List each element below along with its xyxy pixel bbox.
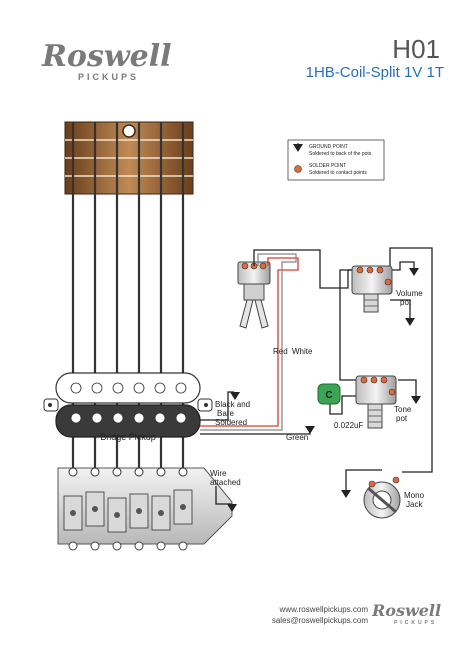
legend-ground-title: GROUND POINT bbox=[309, 144, 348, 150]
logo-sub-text: PICKUPS bbox=[78, 72, 139, 82]
neck-block bbox=[64, 121, 194, 195]
roswell-logo: Roswell PICKUPS bbox=[41, 39, 172, 82]
ground-symbol-icon bbox=[293, 144, 303, 152]
ground-points bbox=[227, 268, 421, 512]
capacitor: C 0.022uF bbox=[317, 383, 363, 430]
wire-label-white: White bbox=[292, 347, 313, 356]
solder-symbol-icon bbox=[294, 165, 302, 173]
footer-logo-sub-text: PICKUPS bbox=[394, 620, 437, 625]
volume-pot: Volume pot bbox=[351, 265, 423, 313]
mono-jack: Mono Jack bbox=[363, 476, 425, 519]
website-link[interactable]: www.roswellpickups.com bbox=[279, 605, 368, 614]
black-bare-label-2: Bare bbox=[217, 409, 234, 418]
jack-label-2: Jack bbox=[406, 500, 423, 509]
tone-pot: Tone pot bbox=[355, 375, 412, 429]
legend-solder-title: SOLDER POINT bbox=[309, 163, 346, 169]
volume-pot-label-2: pot bbox=[400, 298, 412, 307]
footer-logo-brand-text: Roswell bbox=[372, 601, 441, 620]
wire-attached-label-1: Wire bbox=[210, 469, 227, 478]
wire-label-red: Red bbox=[273, 347, 288, 356]
model-code: H01 bbox=[392, 34, 440, 64]
bridge-pickup-label: Bridge Pickup bbox=[100, 432, 156, 442]
wire-label-green: Green bbox=[286, 433, 308, 442]
legend-solder-desc: Soldered to contact points bbox=[309, 170, 367, 176]
coil-split-switch bbox=[237, 261, 271, 329]
bridge-pickup: Bridge Pickup bbox=[43, 372, 213, 442]
wiring bbox=[200, 247, 433, 505]
bridge bbox=[57, 467, 233, 551]
contact-info: www.roswellpickups.com sales@roswellpick… bbox=[258, 604, 368, 626]
capacitor-value: 0.022uF bbox=[334, 421, 363, 430]
logo-brand-text: Roswell bbox=[41, 39, 172, 74]
legend: GROUND POINT Soldered to back of the pot… bbox=[287, 139, 385, 181]
wire-attached-label-2: attached bbox=[210, 478, 241, 487]
volume-pot-label-1: Volume bbox=[396, 289, 423, 298]
black-bare-label-3: Soldered bbox=[215, 418, 247, 427]
black-bare-label-1: Black and bbox=[215, 400, 250, 409]
jack-label-1: Mono bbox=[404, 491, 425, 500]
roswell-logo-footer: Roswell PICKUPS bbox=[372, 601, 441, 625]
legend-ground-desc: Soldered to back of the pots bbox=[309, 151, 372, 157]
tone-pot-label-2: pot bbox=[396, 414, 408, 423]
capacitor-symbol: C bbox=[325, 390, 332, 401]
tone-pot-label-1: Tone bbox=[394, 405, 412, 414]
model-title: 1HB-Coil-Split 1V 1T bbox=[305, 64, 444, 81]
email-link[interactable]: sales@roswellpickups.com bbox=[271, 616, 368, 625]
